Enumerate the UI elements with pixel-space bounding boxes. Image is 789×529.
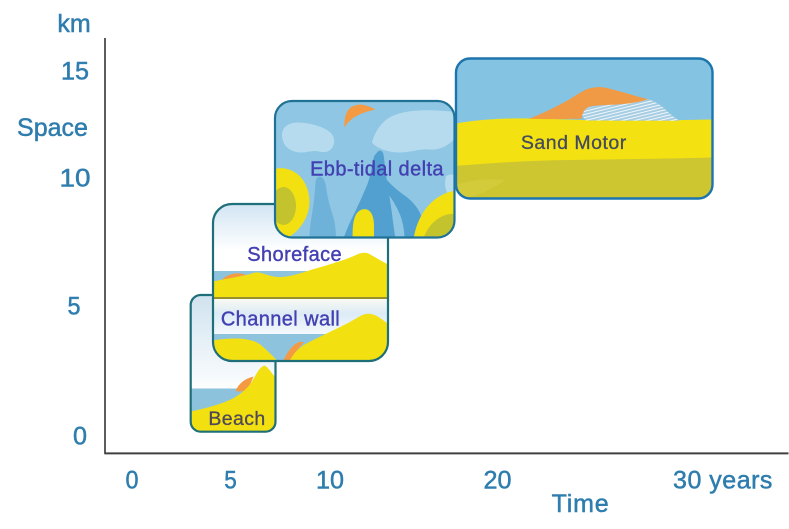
svg-text:Beach: Beach [208,408,265,430]
svg-text:0: 0 [73,423,87,451]
svg-text:km: km [57,10,90,38]
svg-text:Space: Space [17,114,88,142]
svg-text:Shoreface: Shoreface [247,244,342,266]
svg-text:0: 0 [126,467,139,495]
svg-text:20: 20 [484,467,512,495]
svg-text:30 years: 30 years [673,467,773,495]
svg-text:Sand Motor: Sand Motor [521,132,627,154]
svg-text:Time: Time [552,490,610,518]
svg-text:10: 10 [60,165,91,193]
svg-text:Ebb-tidal delta: Ebb-tidal delta [310,159,444,181]
svg-text:5: 5 [68,293,81,321]
svg-text:15: 15 [61,58,89,86]
svg-text:5: 5 [224,467,237,495]
svg-text:Channel wall: Channel wall [221,309,340,331]
svg-text:10: 10 [316,467,344,495]
